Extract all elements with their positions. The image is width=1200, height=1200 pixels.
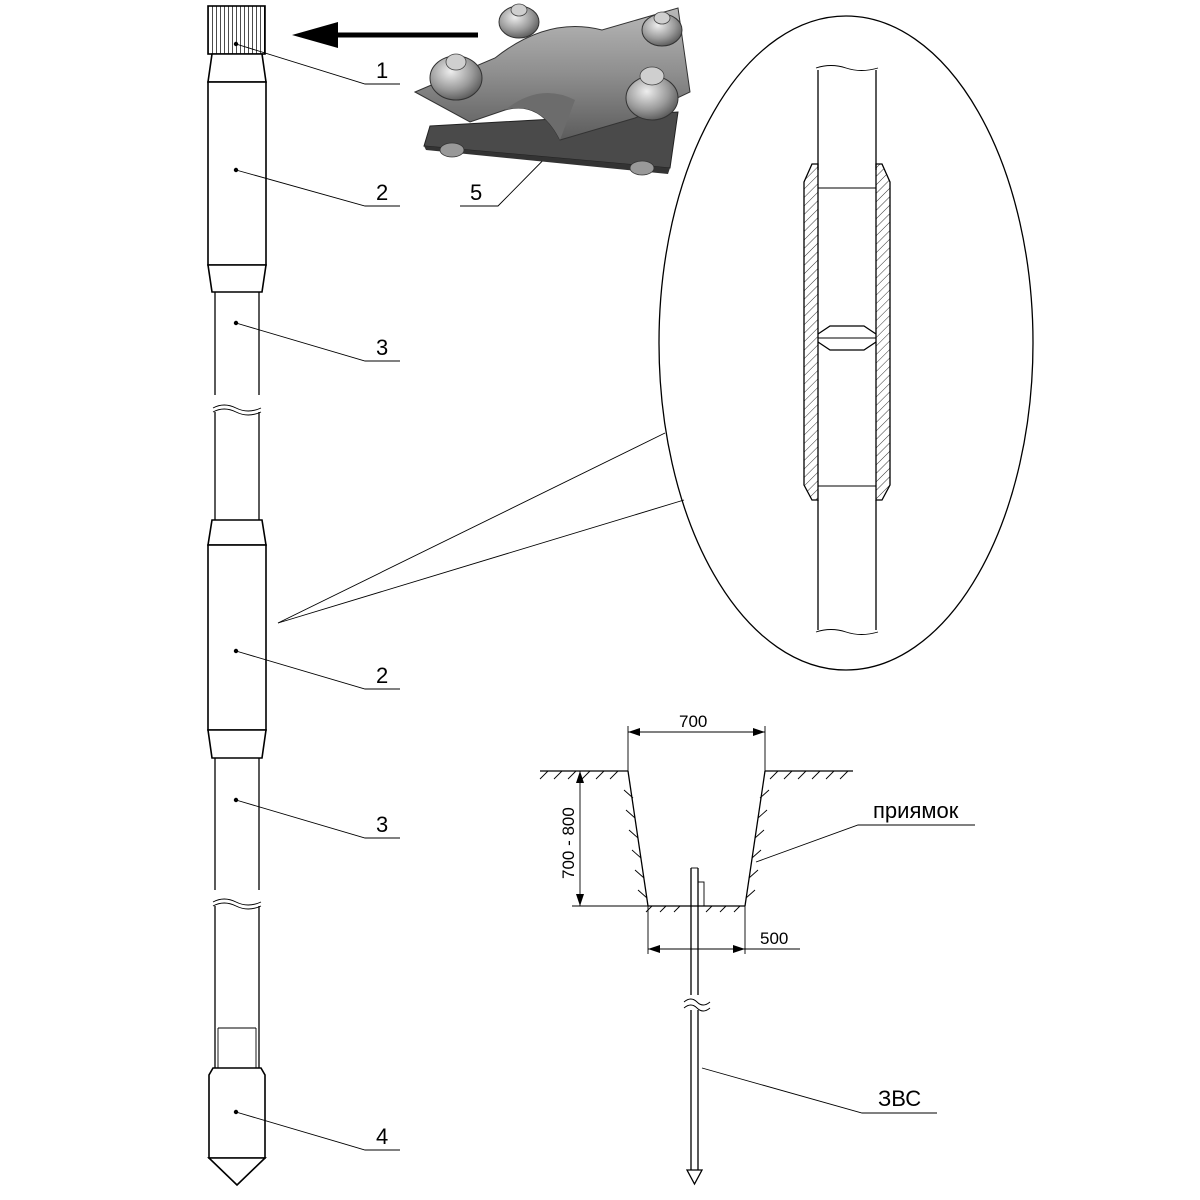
nut-icon (498, 3, 540, 39)
coupling-upper (207, 81, 267, 293)
dim-depth: 700 - 800 (559, 807, 578, 879)
dim-top-width: 700 (679, 712, 707, 731)
label-coupling-mid: 2 (376, 663, 388, 688)
nut-icon (429, 53, 483, 101)
pit-label: приямок (873, 798, 959, 823)
rod-lower (212, 758, 262, 1068)
nut-icon (641, 11, 683, 47)
leader-lines (233, 41, 568, 1151)
detail-callout (277, 15, 1034, 671)
coupling-middle (207, 519, 267, 759)
pit-diagram: 700 700 - 800 500 приямок ЗВС (539, 712, 975, 1186)
arrow-left-icon (292, 22, 478, 48)
dim-bottom-width: 500 (760, 929, 788, 948)
label-clamp: 5 (470, 180, 482, 205)
clamp-photo (413, 3, 691, 176)
ground-hatching (539, 770, 849, 780)
label-rod-top: 3 (376, 335, 388, 360)
electrode-assembly (207, 5, 267, 1187)
label-cap: 1 (376, 58, 388, 83)
label-coupling-top: 2 (376, 180, 388, 205)
driving-tip (207, 1067, 267, 1187)
label-rod-mid: 3 (376, 812, 388, 837)
part-numbers: 1 2 3 2 3 4 5 (376, 58, 482, 1149)
label-tip: 4 (376, 1124, 388, 1149)
rod-upper (212, 292, 262, 520)
electrode-label: ЗВС (878, 1086, 921, 1111)
nut-icon (625, 66, 679, 121)
